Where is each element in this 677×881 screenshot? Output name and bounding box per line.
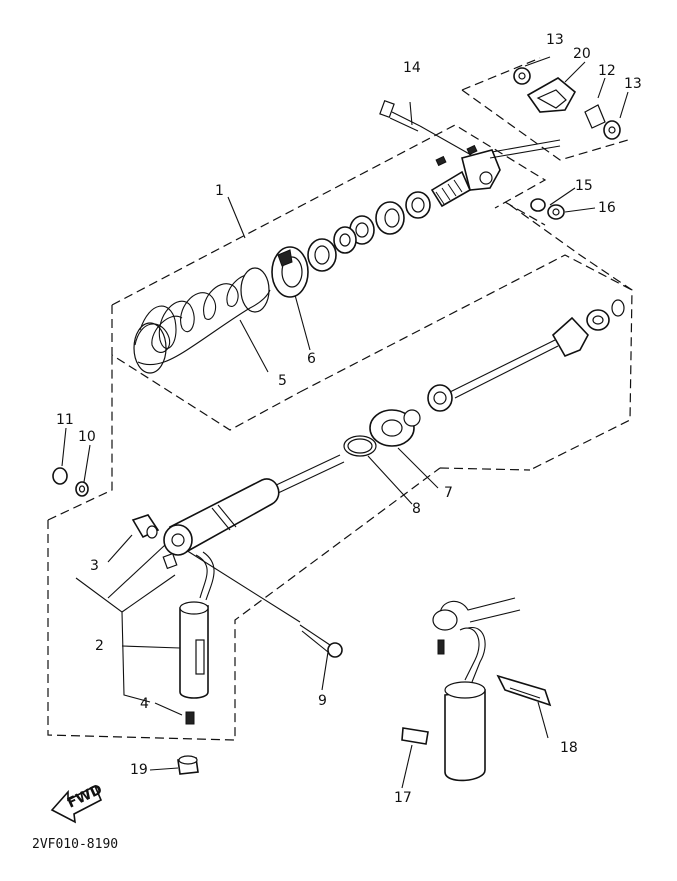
callout-labels: 1 2 3 4 5 6 7 8 9 10 11 12 13 13 14 15 1…: [56, 32, 642, 806]
callout-14: 14: [403, 60, 421, 76]
callout-5: 5: [278, 373, 287, 389]
nut-and-washer: [52, 467, 89, 497]
leader-lines: [61, 56, 629, 789]
callout-9: 9: [318, 693, 327, 709]
callout-19: 19: [130, 762, 148, 778]
callout-10: 10: [78, 429, 96, 445]
upper-mount-bolt: [379, 99, 481, 161]
callout-15: 15: [575, 178, 593, 194]
lower-mount-bolt: [299, 624, 343, 658]
lower-bushing: [131, 514, 160, 539]
callout-3: 3: [90, 558, 99, 574]
spring-seat: [271, 246, 309, 298]
spring-adjuster-nuts: [307, 191, 431, 272]
callout-7: 7: [444, 485, 453, 501]
callout-16: 16: [598, 200, 616, 216]
fwd-arrow-icon: FWD: [50, 782, 105, 824]
callout-18: 18: [560, 740, 578, 756]
o-ring: [343, 435, 377, 457]
diagram-code: 2VF010-8190: [32, 837, 118, 852]
coil-spring: [133, 267, 271, 374]
callout-2: 2: [95, 638, 104, 654]
shock-body: [162, 454, 345, 570]
top-mount-parts: [513, 67, 621, 140]
callout-13-right: 13: [624, 76, 642, 92]
upper-clevis: [435, 139, 561, 191]
cap: [177, 755, 199, 775]
washer-and-nut-15-16: [530, 198, 565, 220]
assembly-boundary-lines: [47, 57, 633, 741]
callout-17: 17: [394, 790, 412, 806]
damper-rod: [427, 299, 625, 412]
callout-4: 4: [140, 696, 149, 712]
callout-6: 6: [307, 351, 316, 367]
reservoir: [179, 551, 215, 725]
reservoir-mount-detail: [401, 597, 552, 782]
callout-1: 1: [215, 183, 224, 199]
bump-stop: [369, 409, 421, 447]
callout-12: 12: [598, 63, 616, 79]
callout-20: 20: [573, 46, 591, 62]
callout-11: 11: [56, 412, 74, 428]
callout-13-left: 13: [546, 32, 564, 48]
callout-8: 8: [412, 501, 421, 517]
threaded-upper-rod: [430, 170, 472, 208]
